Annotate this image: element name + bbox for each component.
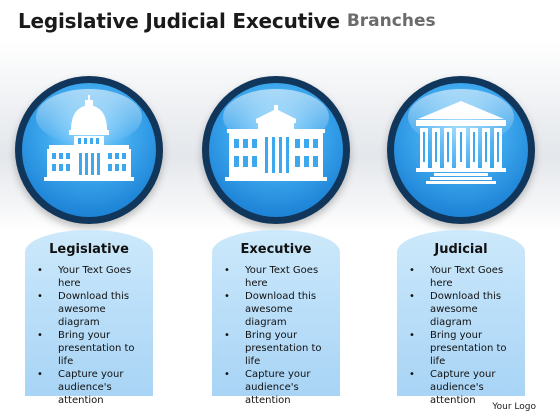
executive-panel: Executive Your Text Goes here Download t… (212, 230, 340, 406)
judicial-title: Judicial (434, 242, 488, 257)
legislative-bullet-list: Your Text Goes here Download this awesom… (37, 264, 149, 407)
supreme-court-icon (416, 101, 506, 184)
logo-placeholder: Your Logo (492, 402, 536, 412)
column-judicial: Judicial Your Text Goes here Download th… (387, 0, 535, 420)
judicial-circle (387, 76, 535, 224)
list-item: Bring your presentation to life (37, 329, 149, 368)
list-item: Download this awesome diagram (224, 290, 336, 329)
white-house-icon (225, 105, 327, 181)
column-legislative: Legislative Your Text Goes here Download… (15, 0, 163, 420)
judicial-bullet-list: Your Text Goes here Download this awesom… (409, 264, 521, 407)
legislative-panel: Legislative Your Text Goes here Download… (25, 230, 153, 406)
executive-circle (202, 76, 350, 224)
list-item: Capture your audience's attention (409, 368, 521, 407)
list-item: Your Text Goes here (224, 264, 336, 290)
header: Legislative Judicial Executive Branches (0, 0, 560, 42)
list-item: Download this awesome diagram (37, 290, 149, 329)
judicial-panel: Judicial Your Text Goes here Download th… (397, 230, 525, 406)
column-executive: Executive Your Text Goes here Download t… (202, 0, 350, 420)
list-item: Capture your audience's attention (37, 368, 149, 407)
capitol-building-icon (44, 95, 134, 181)
executive-bullet-list: Your Text Goes here Download this awesom… (224, 264, 336, 407)
list-item: Download this awesome diagram (409, 290, 521, 329)
list-item: Your Text Goes here (409, 264, 521, 290)
page-title: Legislative Judicial Executive (18, 9, 340, 33)
list-item: Bring your presentation to life (224, 329, 336, 368)
page-subtitle: Branches (346, 11, 436, 31)
legislative-circle (15, 76, 163, 224)
executive-title: Executive (240, 242, 312, 257)
list-item: Bring your presentation to life (409, 329, 521, 368)
list-item: Your Text Goes here (37, 264, 149, 290)
legislative-title: Legislative (49, 242, 129, 257)
list-item: Capture your audience's attention (224, 368, 336, 407)
